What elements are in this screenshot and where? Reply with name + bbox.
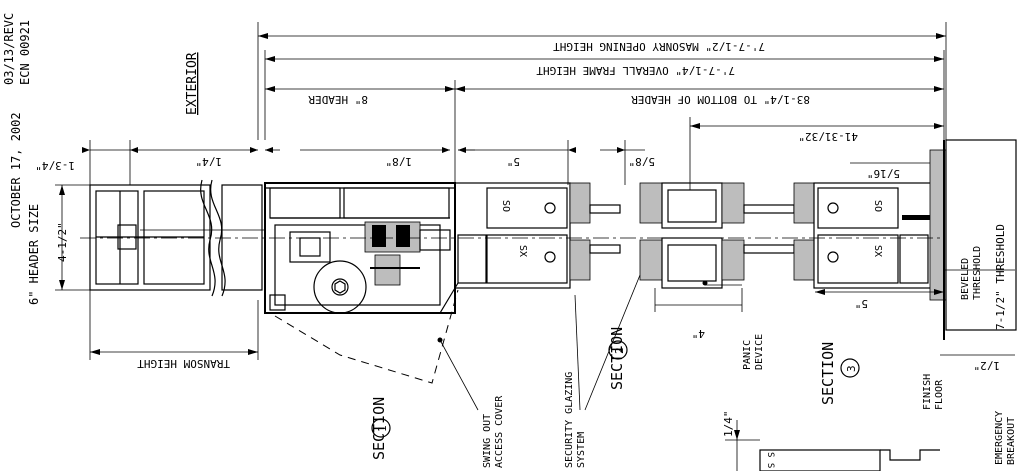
so-label-right: SO (872, 200, 883, 212)
revision-text: 03/13/REVC (2, 13, 16, 85)
dim-1-2-text: 1/2" (974, 359, 1001, 372)
glazing-mid (639, 182, 745, 312)
section-2-number: 2 (613, 347, 626, 354)
dim-5-16-text: 5/16" (867, 167, 900, 180)
door-bottom-rail: SO SX (813, 182, 945, 289)
finish-2: FLOOR (934, 379, 945, 410)
small-dims-row: 1-3/4" 1/4" 1/8" 5" 5/8" 5/16" (35, 140, 944, 185)
bottom-of-header-dimension: 83-1/4" TO BOTTOM OF HEADER (455, 86, 944, 106)
security-callout: SECURITY GLAZING SYSTEM (564, 274, 641, 468)
dim-1-3-4-text: 1-3/4" (35, 159, 75, 172)
transom-height-text: TRANSOM HEIGHT (137, 357, 230, 370)
dim-1-4-b-text: 1/4" (722, 411, 735, 438)
dim-41-text: 41-31/32" (798, 130, 858, 143)
header-dim-text: 8" HEADER (308, 93, 368, 106)
swing-out-1: SWING OUT (482, 414, 493, 468)
panic-1: PANIC (742, 340, 753, 370)
dim-1-4-text: 1/4" (196, 155, 223, 168)
panic-2: DEVICE (754, 334, 765, 370)
right-lower-dims: 5" 1/2" 4" 1/4" (692, 289, 1015, 471)
transom-height-dimension: TRANSOM HEIGHT (89, 290, 259, 370)
door-top-rail: SO SX (454, 182, 571, 289)
dim-4-1-2-text: 4-1/2" (56, 222, 69, 262)
masonry-dimension: 7'-7-1/2" MASONRY OPENING HEIGHT (257, 22, 947, 140)
sx-label-right: SX (872, 245, 883, 257)
left-vertical-dims: 4-1/2" (55, 184, 95, 291)
so-label-left: SO (500, 200, 511, 212)
emergency-1: EMERGENCY (994, 411, 1005, 465)
finish-1: FINISH (922, 374, 933, 410)
beveled-2: THRESHOLD (972, 246, 983, 300)
masonry-dim-text: 7'-7-1/2" MASONRY OPENING HEIGHT (553, 40, 765, 53)
section-1-label: SECTION 1 (370, 397, 391, 460)
finish-floor-callout: FINISH FLOOR (922, 374, 945, 410)
bottom-of-header-text: 83-1/4" TO BOTTOM OF HEADER (631, 93, 810, 106)
threshold (929, 139, 1017, 340)
header-dimension: 8" HEADER (265, 80, 456, 190)
security-1: SECURITY GLAZING (564, 372, 575, 468)
dim-5-8-text: 5/8" (629, 155, 656, 168)
dim-1-8-text: 1/8" (386, 155, 413, 168)
overall-frame-dimension: 7'-7-1/4" OVERALL FRAME HEIGHT (264, 50, 945, 140)
header-assembly (264, 182, 456, 314)
section-1-text: SECTION (370, 397, 388, 460)
dim-4-text: 4" (692, 327, 705, 340)
emergency-2: BREAKOUT (1006, 417, 1017, 465)
swing-out-2: ACCESS COVER (494, 395, 505, 468)
ecn-text: ECN 00921 (18, 20, 32, 85)
beveled-1: BEVELED (960, 258, 971, 300)
dim-5b-text: 5" (855, 297, 868, 310)
section-3-text: SECTION (819, 342, 837, 405)
small-text-bottom: S S (765, 452, 775, 468)
section-2-label: SECTION 2 (608, 327, 628, 390)
security-2: SYSTEM (576, 432, 587, 468)
exterior-label: EXTERIOR (185, 52, 200, 115)
sx-label-left: SX (517, 245, 528, 257)
swing-out-cover (274, 282, 479, 411)
glazing-clips-right (743, 182, 815, 281)
swing-out-callout: SWING OUT ACCESS COVER (482, 395, 505, 468)
section-1-number: 1 (376, 425, 389, 432)
emergency-callout: EMERGENCY BREAKOUT (994, 411, 1017, 465)
header-size-label: 6" HEADER SIZE (27, 204, 41, 305)
date-text: OCTOBER 17, 2002 (9, 112, 23, 228)
dim-41: 41-31/32" (689, 117, 944, 190)
section-3-number: 3 (845, 365, 858, 372)
overall-frame-dim-text: 7'-7-1/4" OVERALL FRAME HEIGHT (536, 64, 735, 77)
glazing-clips-left (569, 182, 621, 281)
bottom-profile: S S (759, 449, 940, 471)
section-3-label: SECTION 3 (819, 342, 860, 405)
threshold-dim-text: 7-1/2" THRESHOLD (994, 224, 1007, 330)
dim-5a-text: 5" (507, 155, 520, 168)
transom-block (89, 179, 265, 297)
panic-callout: PANIC DEVICE (705, 284, 765, 370)
